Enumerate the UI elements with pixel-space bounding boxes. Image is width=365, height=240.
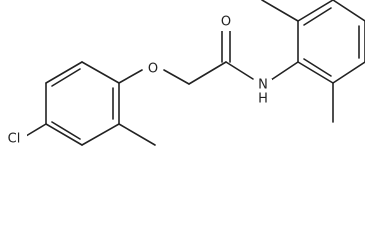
- nitrogen-aryl-bond: [270, 61, 299, 81]
- oxygen-ch2-bond: [163, 69, 190, 85]
- carbonyl-nitrogen-bond: [225, 61, 254, 80]
- structure-canvas: O O N H Cl: [7, 0, 365, 147]
- ring-bond: [332, 0, 365, 22]
- ring-methyl-bond: [118, 123, 156, 146]
- ring-double-bond: [51, 68, 81, 87]
- ring-oxygen-bond: [118, 69, 143, 84]
- ring-bond: [81, 123, 120, 146]
- ring-bond: [332, 61, 365, 84]
- ring-bond: [297, 61, 334, 84]
- ring-double-bond: [303, 58, 332, 77]
- ring-bond: [45, 123, 83, 146]
- c-cl-bond: [25, 123, 47, 137]
- ring-double-bond: [51, 121, 81, 140]
- ring-bond: [81, 61, 120, 84]
- ring-methyl-bond: [261, 0, 299, 22]
- chlorine-label: Cl: [8, 132, 21, 147]
- molecule-drawing: O O N H Cl: [7, 0, 365, 147]
- nitrogen-label: N: [258, 78, 268, 93]
- nitrogen-hydrogen-label: H: [258, 92, 268, 107]
- ch2-carbonyl-bond: [188, 61, 227, 85]
- ring-bond: [45, 61, 83, 84]
- oxygen-ether-label: O: [148, 62, 158, 77]
- chlorotoluene-ring: [45, 61, 120, 146]
- oxygen-carbonyl-label: O: [221, 15, 231, 30]
- dimethylphenyl-ring: [297, 0, 365, 84]
- ring-double-bond: [303, 7, 332, 26]
- ring-bond: [297, 0, 334, 22]
